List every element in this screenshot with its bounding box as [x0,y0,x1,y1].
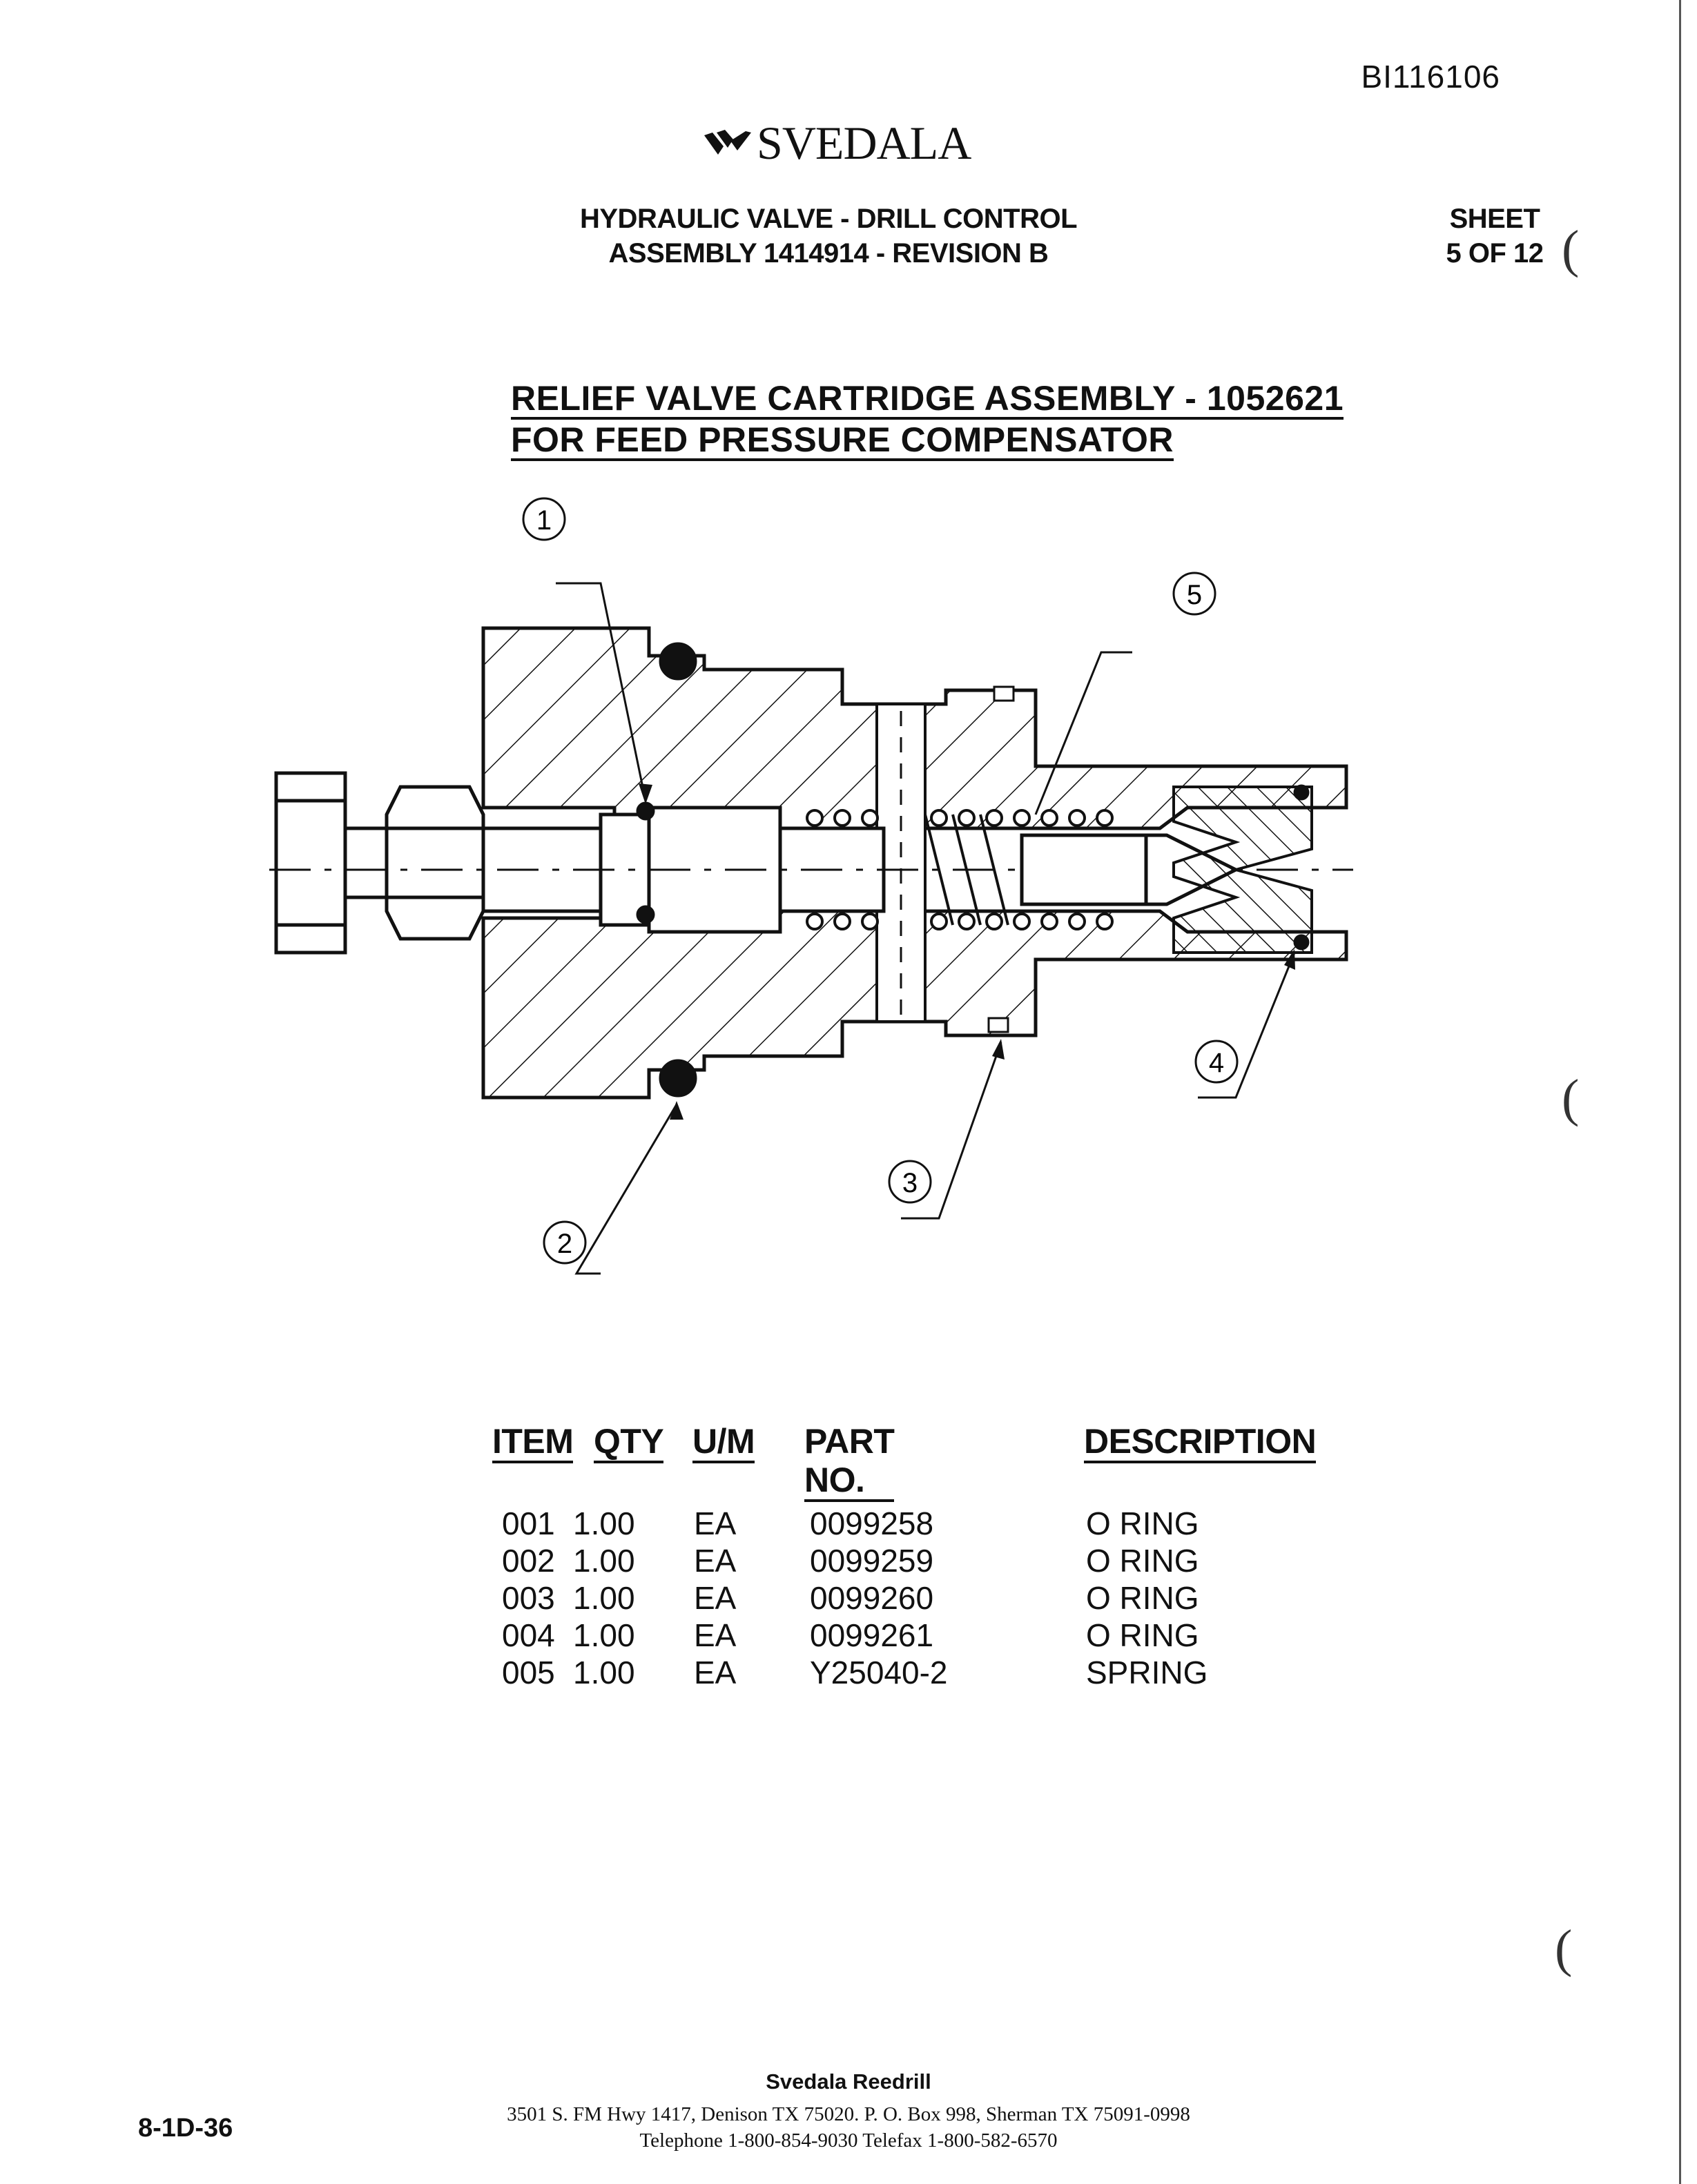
item-cell: 003 [502,1580,555,1616]
header-um: U/M [692,1422,755,1463]
um-cell: EA [694,1543,737,1579]
item-cell: 005 [502,1655,555,1690]
qty-cell: 1.00 [573,1505,635,1541]
footer-company: Svedala Reedrill [766,2069,931,2094]
header-qty: QTY [594,1422,664,1463]
cartridge-cross-section-drawing: 1 2 3 4 5 [269,497,1353,1275]
part-cell: 0099259 [810,1543,934,1579]
qty-cell: 1.00 [573,1617,635,1653]
svg-text:2: 2 [557,1229,572,1259]
part-cell: 0099261 [810,1617,934,1653]
desc-cell: O RING [1086,1580,1199,1616]
svedala-logo-icon [704,129,751,155]
um-cell: EA [694,1655,737,1690]
item-cell: 001 [502,1505,555,1541]
item-cell: 004 [502,1617,555,1653]
assembly-title: RELIEF VALVE CARTRIDGE ASSEMBLY - 105262… [511,378,1344,461]
drawing-title: HYDRAULIC VALVE - DRILL CONTROL ASSEMBLY… [573,202,1084,271]
o-ring-item-1-lower [636,905,655,924]
footer-phone-line: Telephone 1-800-854-9030 Telefax 1-800-5… [639,2129,1058,2152]
callout-5: 5 [1172,572,1216,616]
header-item: ITEM [492,1422,574,1463]
header-description: DESCRIPTION [1084,1422,1317,1463]
seat-insert [1172,786,1313,954]
qty-cell: 1.00 [573,1580,635,1616]
part-cell: 0099258 [810,1505,934,1541]
page-edge-line [1679,0,1681,2184]
um-cell: EA [694,1505,737,1541]
footer-address: 3501 S. FM Hwy 1417, Denison TX 75020. P… [0,2101,1697,2154]
desc-cell: SPRING [1086,1655,1208,1690]
part-cell: Y25040-2 [810,1655,948,1690]
page-number: 8-1D-36 [138,2114,233,2143]
qty-cell: 1.00 [573,1655,635,1690]
callout-4: 4 [1194,1040,1239,1084]
title-line-1: HYDRAULIC VALVE - DRILL CONTROL [579,204,1078,234]
brand-name: SVEDALA [757,117,971,169]
qty-cell: 1.00 [573,1543,635,1579]
part-cell: 0099260 [810,1580,934,1616]
um-cell: EA [694,1617,737,1653]
svg-text:5: 5 [1187,580,1202,610]
desc-cell: O RING [1086,1505,1199,1541]
desc-cell: O RING [1086,1617,1199,1653]
poppet [1020,833,1240,906]
leader-lines [556,582,1296,1275]
assembly-title-line-1: RELIEF VALVE CARTRIDGE ASSEMBLY - 105262… [511,380,1344,420]
svg-text:4: 4 [1209,1048,1224,1078]
spring [806,809,1114,930]
callout-2: 2 [543,1220,587,1265]
callout-3: 3 [888,1160,932,1204]
o-ring-item-2 [659,642,697,681]
item-cell: 002 [502,1543,555,1579]
o-rings [636,642,1310,1098]
o-ring-item-2-lower [659,1059,697,1098]
sheet-info: SHEET 5 OF 12 [1408,202,1581,271]
sheet-number: 5 OF 12 [1446,238,1544,269]
svg-text:1: 1 [536,505,552,536]
um-cell: EA [694,1580,737,1616]
o-ring-item-4 [1293,784,1310,801]
assembly-title-line-2: FOR FEED PRESSURE COMPENSATOR [511,421,1174,461]
desc-cell: O RING [1086,1543,1199,1579]
callout-1: 1 [522,497,566,541]
binder-mark-icon: ( [1562,1069,1580,1127]
title-line-2: ASSEMBLY 1414914 - REVISION B [608,238,1049,269]
header-part-no: PART NO. [804,1422,895,1502]
sheet-label: SHEET [1449,204,1540,234]
o-ring-item-1 [636,801,655,821]
brand-logo: SVEDALA [703,116,971,170]
svg-text:3: 3 [902,1168,918,1198]
footer-address-line: 3501 S. FM Hwy 1417, Denison TX 75020. P… [507,2103,1190,2125]
binder-mark-icon: ( [1555,1920,1573,1978]
o-ring-item-3 [987,1017,1009,1033]
document-id: BI116106 [1361,59,1500,95]
binder-mark-icon: ( [1562,220,1580,278]
